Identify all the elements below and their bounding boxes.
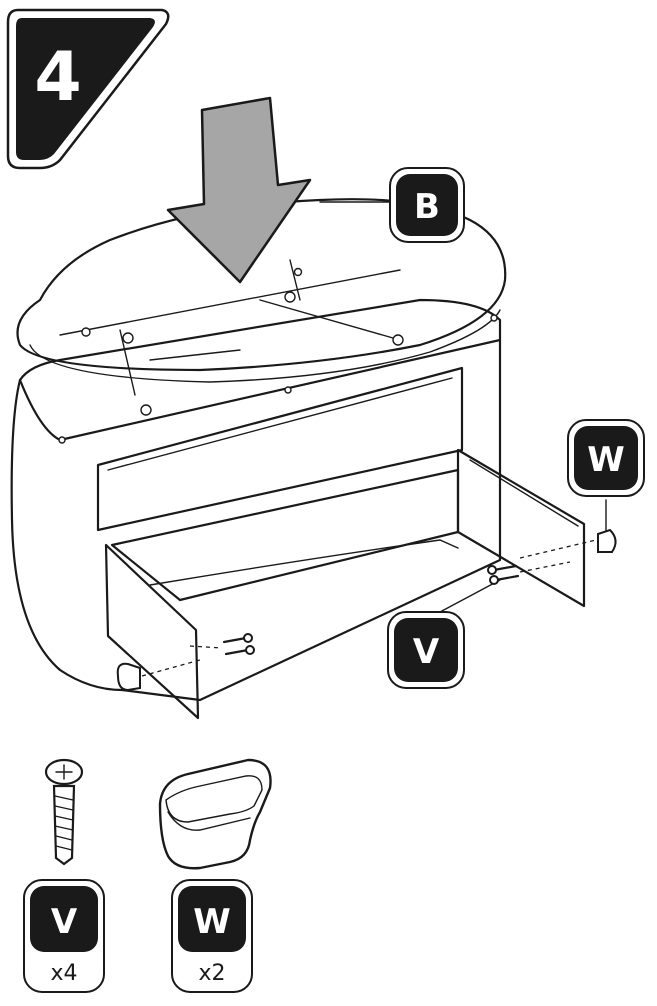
callout-w-label: W (587, 440, 625, 480)
step-badge: 4 (6, 8, 170, 170)
screws-left-icon (189, 633, 255, 656)
step-number: 4 (34, 38, 81, 117)
part-knob-w: W x2 (158, 758, 272, 993)
cabinet-body (10, 298, 586, 720)
callout-b: B (389, 167, 465, 243)
top-panel-b (16, 198, 507, 444)
down-arrow-icon (166, 96, 312, 284)
callout-b-label: B (414, 187, 440, 227)
knob-right-icon (519, 528, 617, 559)
callout-w: W (567, 419, 645, 497)
callout-v: V (387, 611, 465, 689)
screw-icon (44, 758, 84, 866)
part-w-label: W (193, 902, 231, 942)
part-screw-v: V x4 (23, 758, 105, 993)
knob-left-icon (116, 659, 201, 692)
knob-icon (158, 758, 272, 870)
part-v-quantity: x4 (50, 961, 77, 986)
screws-right-icon (487, 561, 571, 585)
part-v-label: V (51, 902, 78, 942)
part-w-quantity: x2 (198, 961, 225, 986)
callout-v-label: V (413, 632, 440, 672)
